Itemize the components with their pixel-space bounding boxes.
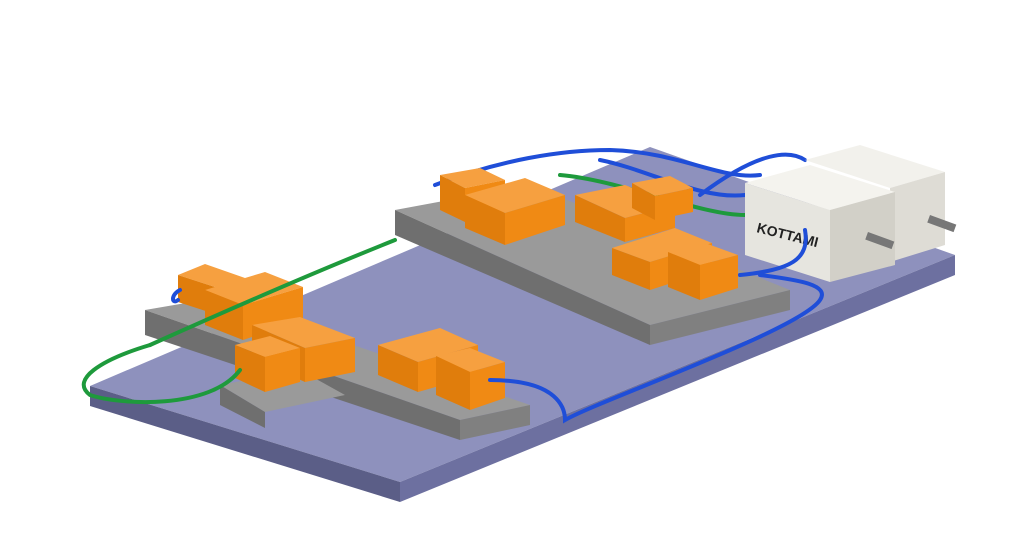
wires-front	[81, 228, 824, 424]
motor-unit: KOTTAMI	[745, 145, 957, 282]
orange-blocks-front	[178, 264, 505, 410]
orange-blocks-back	[440, 168, 738, 300]
